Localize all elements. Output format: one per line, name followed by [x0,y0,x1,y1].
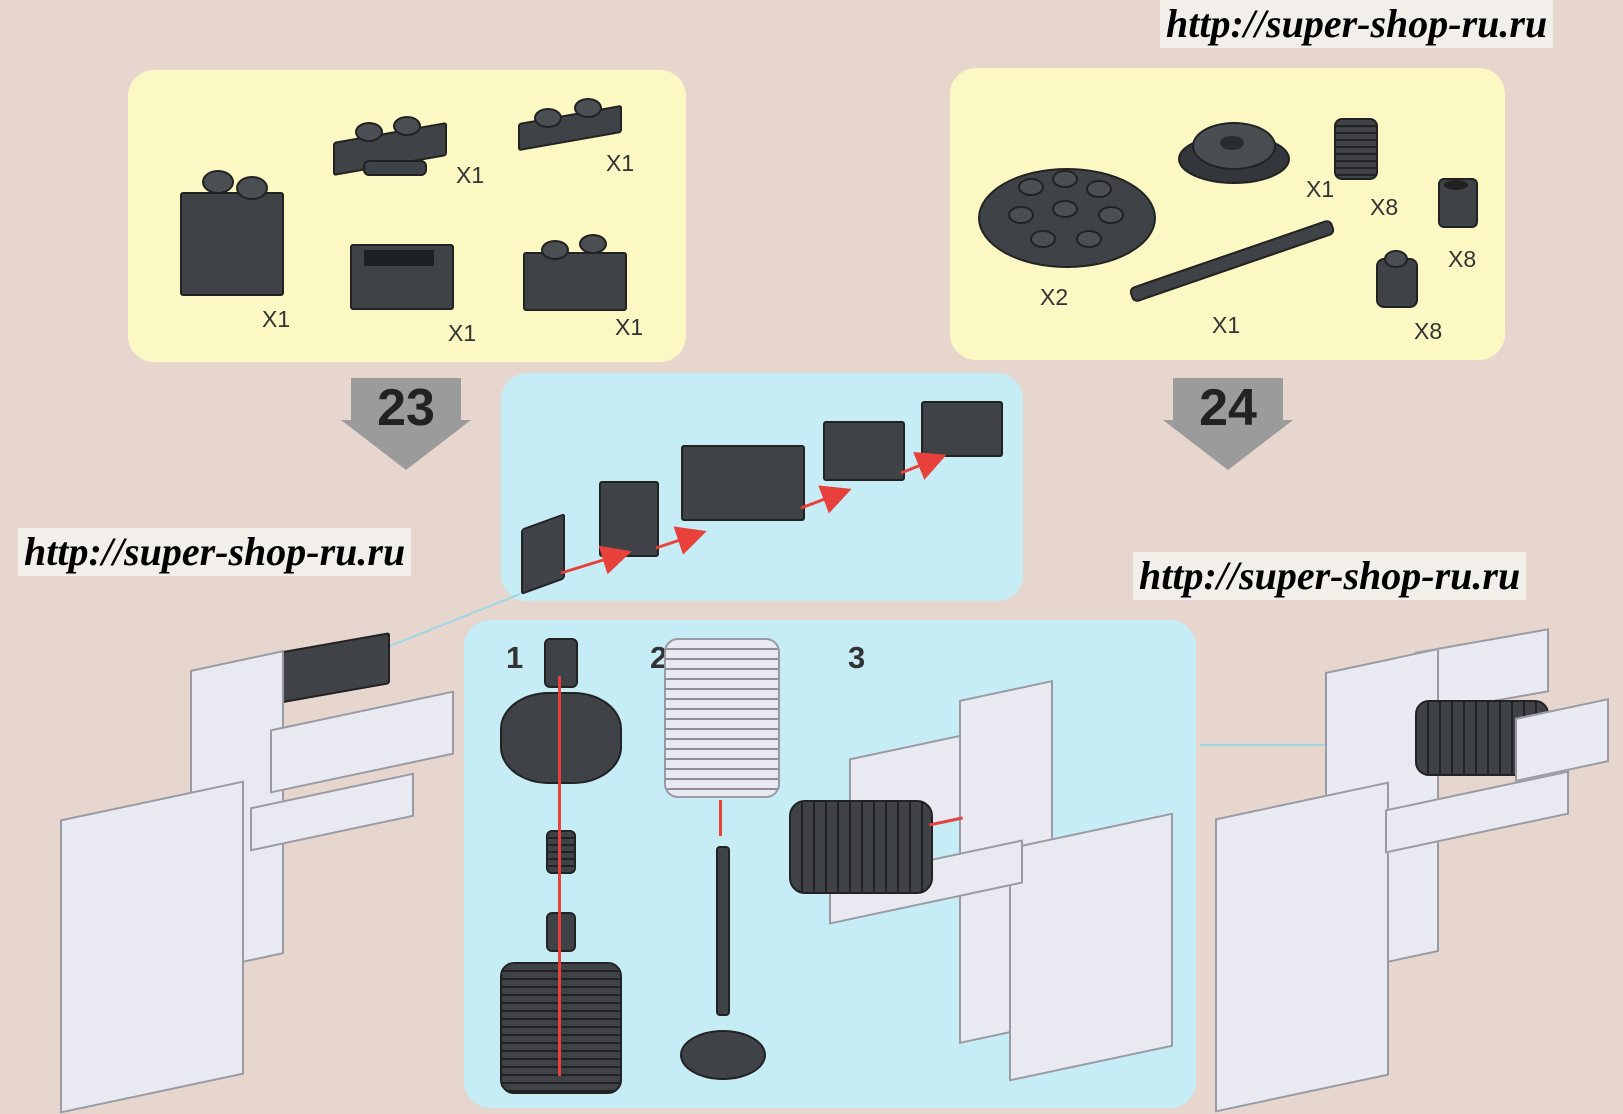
turntable-icon [1178,116,1290,186]
round-brick-icon [1376,248,1418,310]
substep-1-diagram [500,636,622,1106]
brick-1x2-icon [523,230,633,311]
plate-1x2-icon [518,98,628,152]
part-qty: X8 [1448,246,1477,272]
substep-2-diagram [664,636,784,1106]
ribbed-cylinder-icon [546,830,576,874]
part-qty: X8 [1370,194,1399,220]
red-arrow-icon [719,800,722,836]
parts-panel-step-23: X1 X1 X1 X1 X1 [128,70,686,362]
substep-3-diagram [789,680,1189,1090]
assembly-arrows [560,451,947,575]
brick-1x2x2-icon [681,445,805,521]
plate-with-clips-icon [333,116,453,177]
down-arrow-icon [1163,378,1293,470]
subassembly-mounted-icon [278,632,390,704]
subassembly-panel-step-23 [501,373,1023,601]
part-qty: X1 [606,150,635,176]
substep-label: 2 [650,640,668,675]
plate-with-clips-icon [599,481,659,557]
substep-label: 1 [506,640,524,675]
step-number: 24 [1199,379,1257,437]
step-24-arrow: 24 [1163,378,1293,470]
gun-grip-icon [60,780,244,1114]
instruction-panel-step-24: 1 2 3 [464,620,1196,1108]
cylinder-assembly-icon [789,800,933,894]
down-arrow-icon [341,378,471,470]
ribbed-cylinder-icon [1334,114,1378,180]
part-qty: X8 [1414,318,1443,344]
part-qty: X1 [448,320,477,346]
gun-barrel-icon [270,690,454,794]
part-qty: X1 [615,314,644,340]
tube-icon [1438,172,1478,228]
brick-1x2-open-icon [350,232,460,312]
tube-icon [544,638,578,688]
turntable-icon [680,1030,766,1080]
part-qty: X1 [1306,176,1335,202]
part-qty: X1 [456,162,485,188]
cylinder-assembly-icon [664,638,780,798]
brick-1x2-open-icon [823,421,905,481]
cylinder-assembly-icon [500,962,622,1094]
round-plate-icon [500,692,622,784]
round-brick-icon [546,912,576,952]
watermark-url-left: http://super-shop-ru.ru [18,528,412,576]
part-qty: X2 [1040,284,1069,310]
gun-grip-icon [1009,812,1173,1082]
red-arrow-icon [558,676,561,1076]
watermark-url-top-right: http://super-shop-ru.ru [1160,0,1554,48]
model-step-23 [60,620,460,1114]
step-number: 23 [377,379,435,437]
gun-grip-icon [1215,781,1389,1113]
substep-label: 3 [848,640,866,675]
brick-1x2x2-icon [180,162,285,297]
round-plate-icon [978,158,1156,268]
watermark-url-right: http://super-shop-ru.ru [1133,552,1527,600]
part-qty: X1 [262,306,291,332]
brick-1x2-icon [921,401,1003,457]
part-qty: X1 [1212,312,1241,338]
axle-icon [716,846,730,1016]
axle-icon [1125,213,1336,304]
parts-panel-step-24: X2 X1 X1 X8 X8 X8 [950,68,1505,360]
model-step-24 [1215,620,1615,1113]
step-23-arrow: 23 [341,378,471,470]
